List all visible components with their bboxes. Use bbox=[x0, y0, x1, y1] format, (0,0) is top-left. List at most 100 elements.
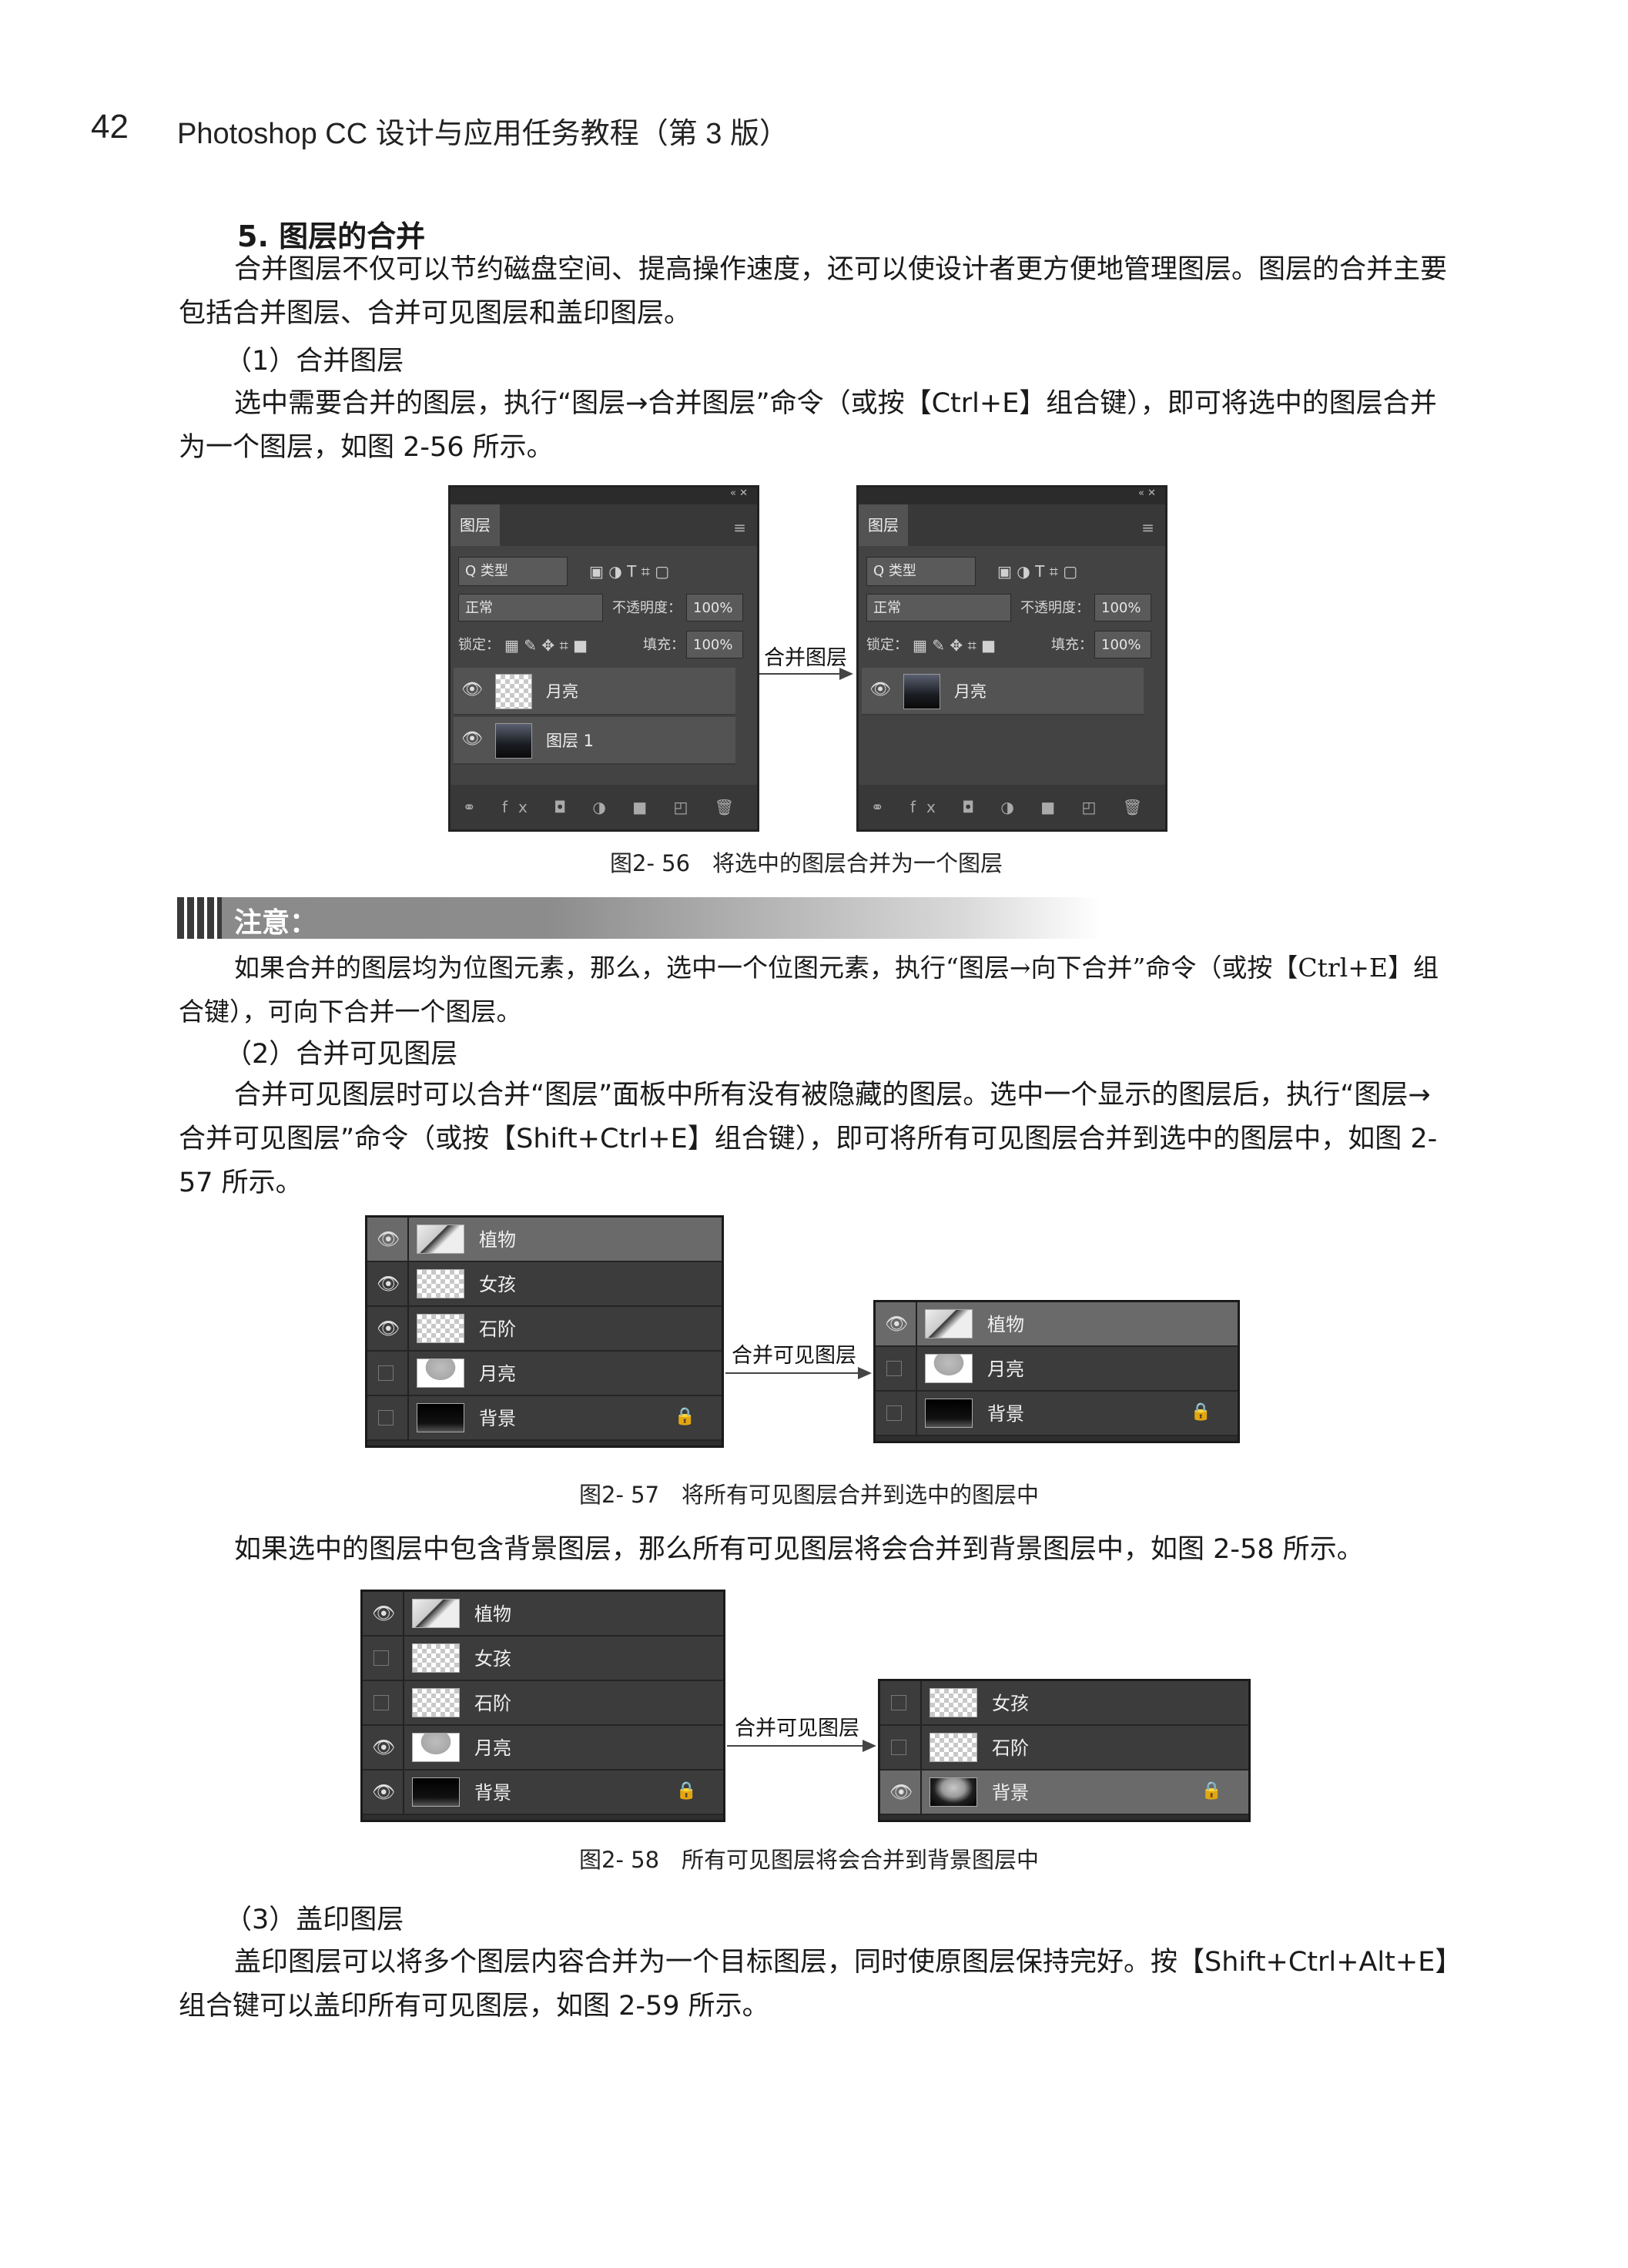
layer-thumbnail bbox=[412, 1599, 460, 1628]
opacity-input[interactable]: 100% bbox=[1094, 594, 1151, 621]
eye-icon[interactable]: 👁 bbox=[461, 729, 483, 749]
opacity-input[interactable]: 100% bbox=[686, 594, 743, 621]
lock-label: 锁定： bbox=[866, 637, 908, 653]
layer-row[interactable]: 👁 背景 🔒 bbox=[363, 1771, 723, 1815]
tab-layers[interactable]: 图层 bbox=[451, 504, 500, 546]
lock-icons[interactable]: ▦ ✎ ✥ ⌗ ■ bbox=[504, 636, 588, 655]
subsection-2-text: 合并可见图层时可以合并“图层”面板中所有没有被隐藏的图层。选中一个显示的图层后，… bbox=[179, 1080, 1438, 1198]
fill-label: 填充： bbox=[1051, 637, 1093, 653]
layer-thumbnail bbox=[903, 674, 940, 709]
layer-name: 植物 bbox=[479, 1229, 516, 1251]
layer-row[interactable]: 👁 月亮 bbox=[454, 668, 735, 715]
layer-row[interactable]: 👁 植物 bbox=[363, 1592, 723, 1637]
layer-row[interactable]: 月亮 bbox=[876, 1347, 1238, 1392]
layer-name: 月亮 bbox=[479, 1363, 516, 1385]
layer-row[interactable]: 👁 石阶 bbox=[367, 1307, 722, 1352]
tab-layers[interactable]: 图层 bbox=[859, 504, 908, 546]
layer-row[interactable]: 石阶 bbox=[880, 1726, 1248, 1771]
filter-kind-select[interactable]: Q 类型 bbox=[458, 557, 568, 586]
panel-topbar[interactable]: « ✕ bbox=[859, 487, 1165, 504]
visibility-checkbox[interactable] bbox=[378, 1410, 394, 1425]
layer-name: 女孩 bbox=[479, 1274, 516, 1295]
layer-thumbnail bbox=[930, 1733, 977, 1762]
lock-icon: 🔒 bbox=[675, 1781, 697, 1801]
layer-thumbnail bbox=[412, 1643, 460, 1673]
panel-menu-icon[interactable]: ≡ bbox=[733, 518, 746, 537]
panel-topbar[interactable]: « ✕ bbox=[451, 487, 757, 504]
visibility-checkbox[interactable] bbox=[891, 1695, 906, 1710]
panel-footer-icons[interactable]: ⚭ fx ◘ ◑ ■ ◰ 🗑 bbox=[859, 785, 1165, 829]
eye-icon[interactable]: 👁 bbox=[885, 1313, 909, 1335]
eye-icon[interactable]: 👁 bbox=[372, 1781, 396, 1803]
blend-mode-select[interactable]: 正常 bbox=[458, 594, 603, 621]
eye-icon[interactable]: 👁 bbox=[869, 680, 891, 699]
note-stripes bbox=[177, 897, 222, 939]
layer-name: 背景 bbox=[992, 1782, 1029, 1804]
layer-thumbnail bbox=[925, 1309, 973, 1338]
layer-thumbnail bbox=[930, 1688, 977, 1717]
eye-icon[interactable]: 👁 bbox=[372, 1603, 396, 1624]
layer-thumbnail bbox=[412, 1777, 460, 1807]
opacity-label: 不透明度： bbox=[1020, 600, 1090, 616]
visibility-checkbox[interactable] bbox=[374, 1650, 389, 1666]
paragraph-fig58: 如果选中的图层中包含背景图层，那么所有可见图层将会合并到背景图层中，如图 2-5… bbox=[234, 1534, 1364, 1565]
layer-row[interactable]: 👁 图层 1 bbox=[454, 717, 735, 765]
subsection-3-text: 盖印图层可以将多个图层内容合并为一个目标图层，同时使原图层保持完好。按【Shif… bbox=[179, 1947, 1449, 2022]
layer-thumbnail bbox=[925, 1399, 973, 1428]
visibility-checkbox[interactable] bbox=[891, 1740, 906, 1755]
note-text: 如果合并的图层均为位图元素，那么，选中一个位图元素，执行“图层→向下合并”命令（… bbox=[179, 953, 1439, 1027]
note-banner: 注意： bbox=[177, 897, 1101, 939]
layer-thumbnail bbox=[495, 723, 532, 759]
layer-name: 月亮 bbox=[546, 682, 578, 701]
layer-thumbnail bbox=[417, 1403, 464, 1432]
eye-icon[interactable]: 👁 bbox=[377, 1318, 400, 1339]
layer-row[interactable]: 👁 植物 bbox=[367, 1218, 722, 1262]
eye-icon[interactable]: 👁 bbox=[461, 680, 483, 699]
panel-menu-icon[interactable]: ≡ bbox=[1141, 518, 1154, 537]
visibility-checkbox[interactable] bbox=[886, 1361, 902, 1376]
layer-name: 女孩 bbox=[992, 1693, 1029, 1714]
layer-row[interactable]: 👁 月亮 bbox=[862, 668, 1144, 715]
eye-icon[interactable]: 👁 bbox=[377, 1228, 400, 1250]
layer-row[interactable]: 👁 月亮 bbox=[363, 1726, 723, 1771]
layer-row[interactable]: 女孩 bbox=[363, 1637, 723, 1681]
opacity-label: 不透明度： bbox=[612, 600, 682, 616]
subsection-3-title: （3）盖印图层 bbox=[225, 1905, 404, 1935]
lock-icon: 🔒 bbox=[674, 1407, 695, 1426]
layer-thumbnail bbox=[495, 674, 532, 709]
eye-icon[interactable]: 👁 bbox=[372, 1737, 396, 1758]
layer-thumbnail bbox=[417, 1269, 464, 1298]
layer-name: 月亮 bbox=[987, 1358, 1024, 1380]
layer-row[interactable]: 👁 植物 bbox=[876, 1302, 1238, 1347]
layer-row[interactable]: 石阶 bbox=[363, 1681, 723, 1726]
filter-icons[interactable]: ▣ ◑ T ⌗ ▢ bbox=[997, 562, 1078, 581]
visibility-checkbox[interactable] bbox=[374, 1695, 389, 1710]
layer-name: 月亮 bbox=[954, 682, 987, 701]
layer-name: 背景 bbox=[479, 1408, 516, 1429]
layer-name: 植物 bbox=[987, 1314, 1024, 1335]
layer-name: 图层 1 bbox=[546, 732, 595, 750]
filter-kind-select[interactable]: Q 类型 bbox=[866, 557, 976, 586]
fill-input[interactable]: 100% bbox=[686, 631, 743, 658]
lock-icons[interactable]: ▦ ✎ ✥ ⌗ ■ bbox=[913, 636, 996, 655]
visibility-checkbox[interactable] bbox=[378, 1365, 394, 1381]
lock-icon: 🔒 bbox=[1190, 1402, 1211, 1422]
layer-thumbnail bbox=[417, 1314, 464, 1343]
fill-input[interactable]: 100% bbox=[1094, 631, 1151, 658]
layer-row[interactable]: 女孩 bbox=[880, 1681, 1248, 1726]
layer-row[interactable]: 👁 女孩 bbox=[367, 1262, 722, 1307]
layer-row[interactable]: 👁 背景 🔒 bbox=[880, 1771, 1248, 1815]
layers-panel-before: « ✕ 图层 ≡ Q 类型 ▣ ◑ T ⌗ ▢ 正常 不透明度： 100% 锁定… bbox=[448, 485, 759, 832]
layers-panel-after: « ✕ 图层 ≡ Q 类型 ▣ ◑ T ⌗ ▢ 正常 不透明度： 100% 锁定… bbox=[856, 485, 1167, 832]
eye-icon[interactable]: 👁 bbox=[377, 1273, 400, 1295]
visibility-checkbox[interactable] bbox=[886, 1405, 902, 1421]
eye-icon[interactable]: 👁 bbox=[889, 1781, 913, 1803]
layer-row[interactable]: 月亮 bbox=[367, 1352, 722, 1396]
layer-thumbnail bbox=[925, 1354, 973, 1383]
filter-icons[interactable]: ▣ ◑ T ⌗ ▢ bbox=[589, 562, 670, 581]
blend-mode-select[interactable]: 正常 bbox=[866, 594, 1011, 621]
layer-row[interactable]: 背景 🔒 bbox=[367, 1396, 722, 1441]
panel-footer-icons[interactable]: ⚭ fx ◘ ◑ ■ ◰ 🗑 bbox=[451, 785, 757, 829]
layer-name: 背景 bbox=[474, 1782, 511, 1804]
layer-row[interactable]: 背景 🔒 bbox=[876, 1392, 1238, 1436]
